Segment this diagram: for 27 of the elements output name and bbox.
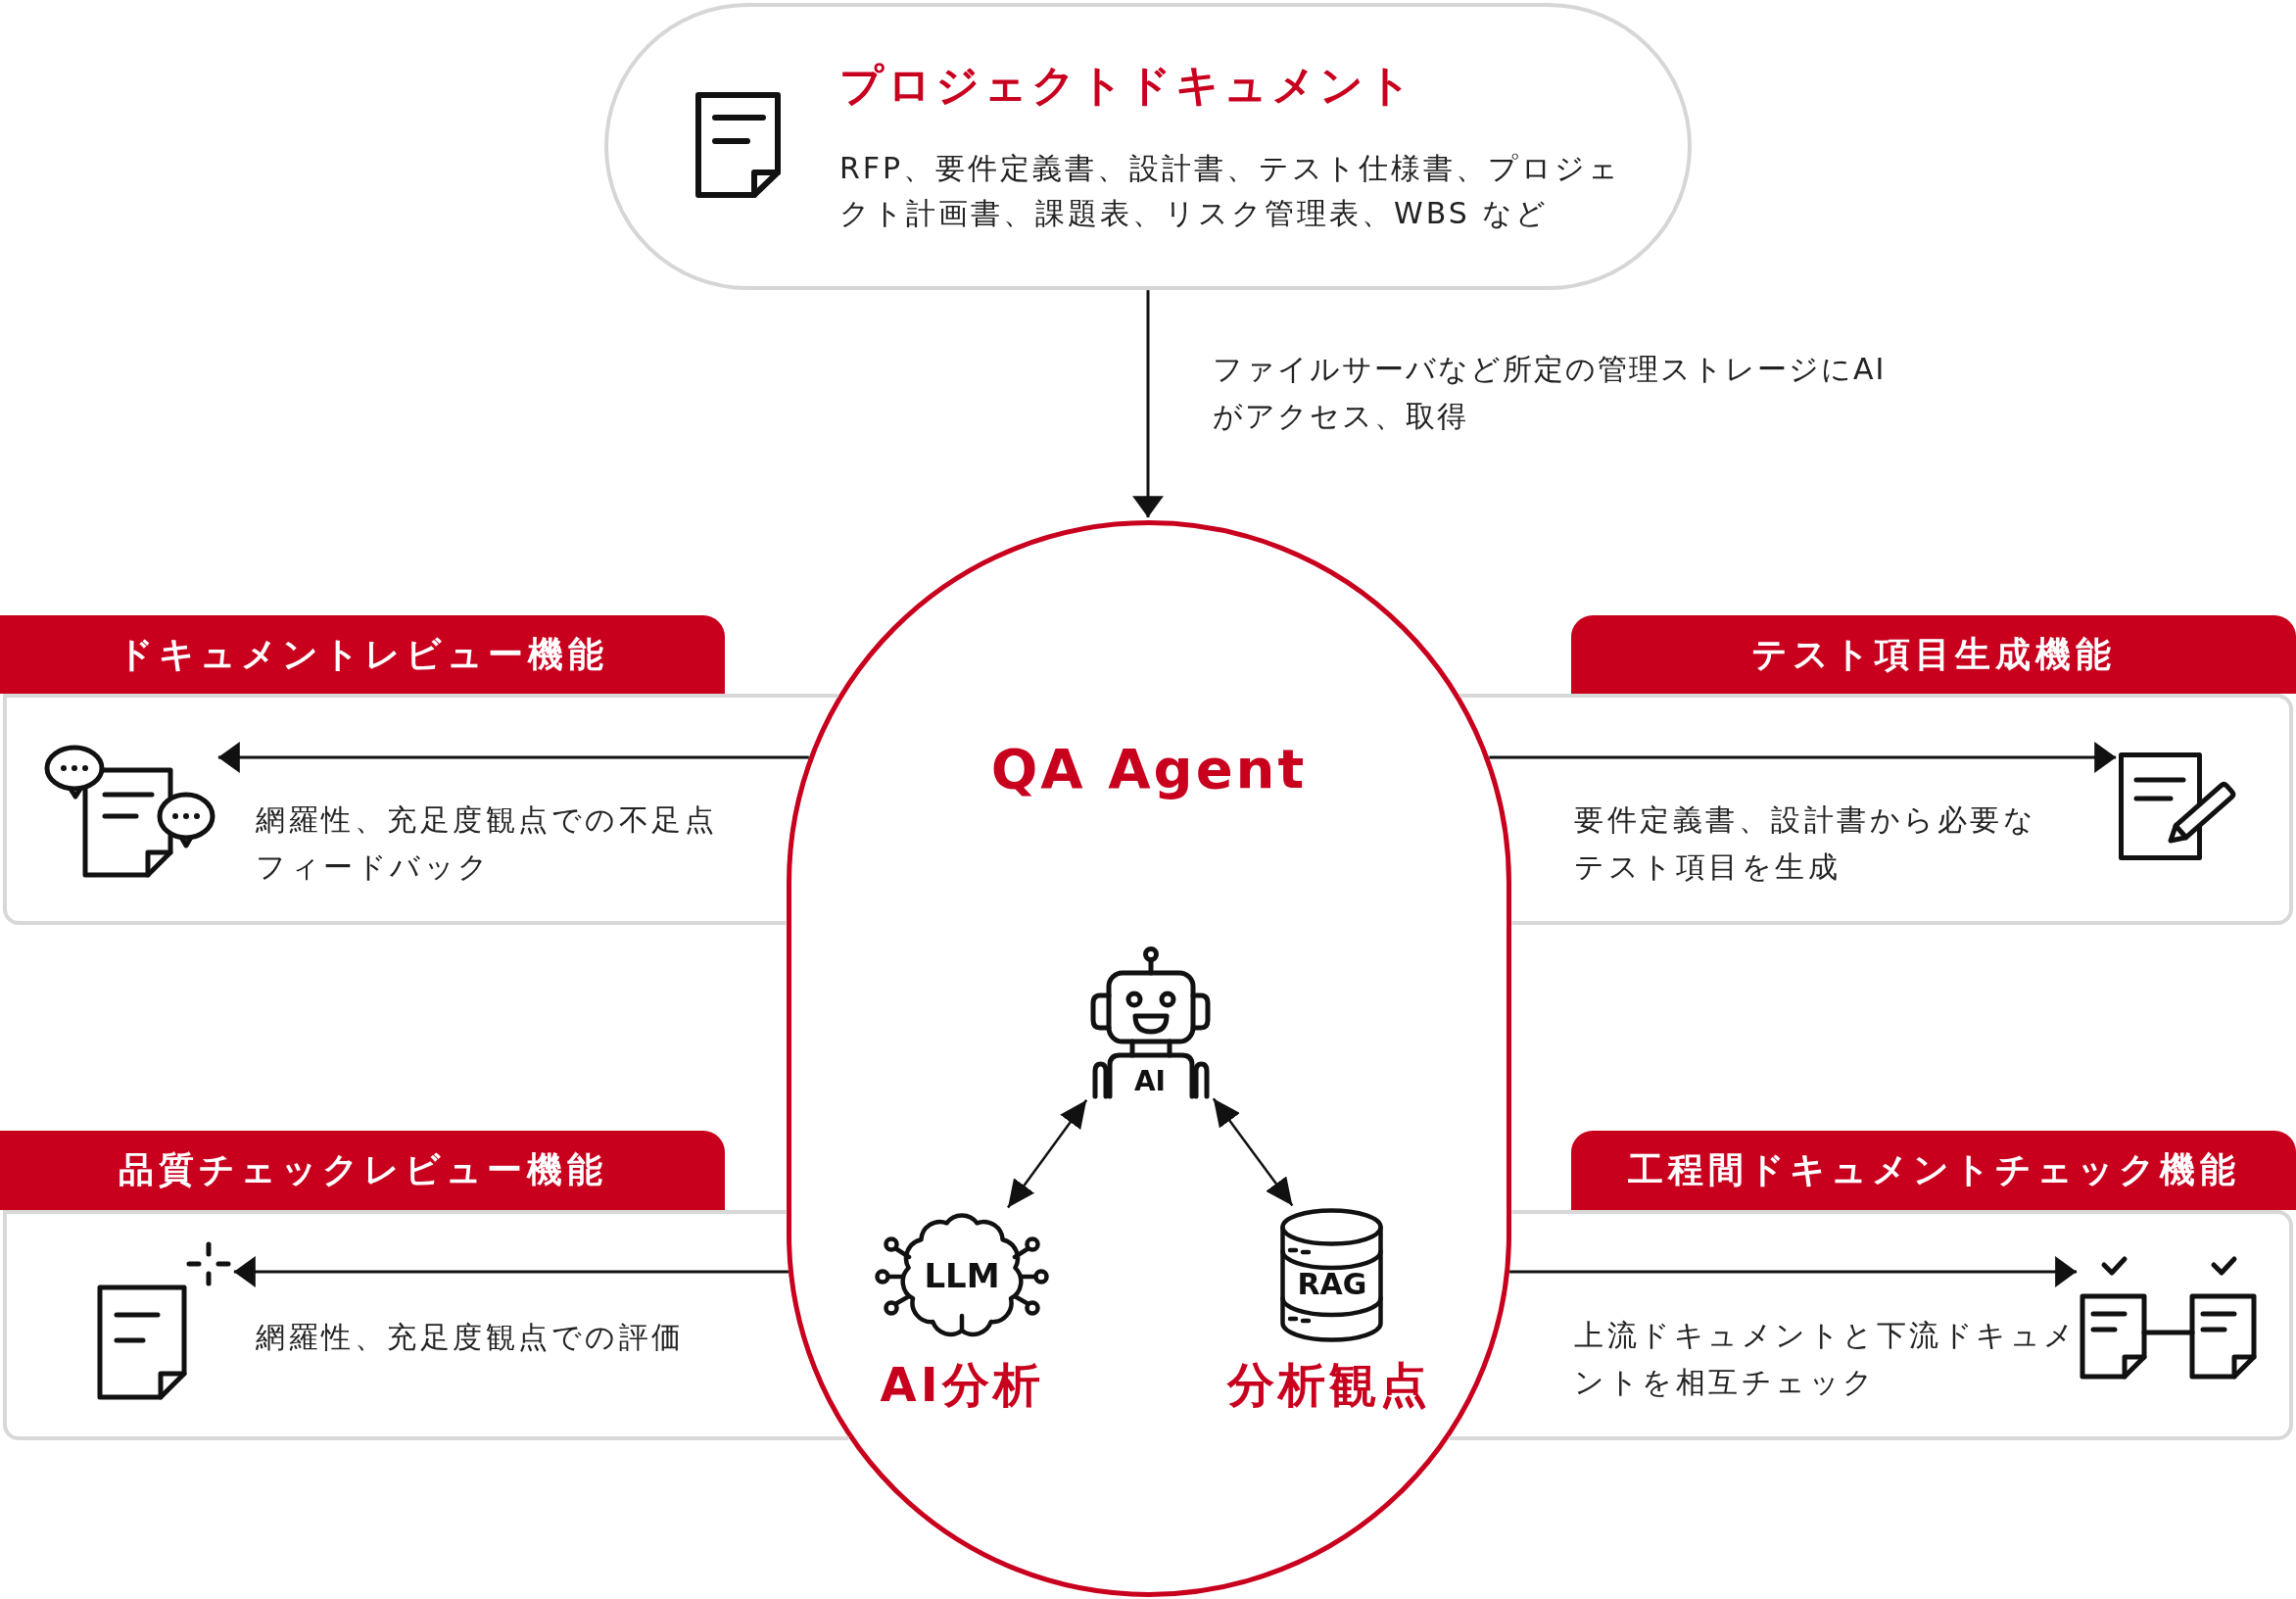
arrow: [217, 742, 809, 773]
panel-tab: ドキュメントレビュー機能: [0, 615, 725, 694]
double-arrow: [1212, 1097, 1294, 1207]
panel-description: 網羅性、充足度観点での評価: [256, 1319, 685, 1356]
panel-description: 要件定義書、設計書から必要なテスト項目を生成: [1574, 801, 2037, 886]
linked-documents-icon: [2080, 1255, 2257, 1379]
document-sparkle-icon: [95, 1242, 231, 1399]
panel-tab: 工程間ドキュメントチェック機能: [1571, 1131, 2296, 1210]
robot-label: AI: [1133, 1066, 1167, 1097]
database-label: RAG: [1297, 1267, 1367, 1302]
illustration-caption: AI分析: [880, 1356, 1044, 1414]
arrow: [1489, 742, 2117, 773]
pill-title: プロジェクトドキュメント: [839, 59, 1415, 112]
document-chat-icon: [44, 745, 215, 877]
brain-label: LLM: [924, 1256, 1000, 1295]
double-arrow: [1007, 1099, 1088, 1209]
panel-tab: 品質チェックレビュー機能: [0, 1131, 725, 1210]
agent-title: QA Agent: [990, 736, 1308, 802]
document-pencil-icon: [2119, 752, 2236, 860]
arrow: [1132, 290, 1164, 518]
illustration-caption: 分析観点: [1227, 1356, 1431, 1414]
panel-description: 網羅性、充足度観点での不足点フィードバック: [256, 801, 718, 886]
panel-tab: テスト項目生成機能: [1571, 615, 2296, 694]
pill-description: RFP、要件定義書、設計書、テスト仕様書、プロジェクト計画書、課題表、リスク管理表、WBS など: [839, 150, 1623, 232]
arrow: [233, 1256, 789, 1287]
panel-description: 上流ドキュメントと下流ドキュメントを相互チェック: [1574, 1317, 2079, 1401]
arrow: [1509, 1256, 2078, 1287]
